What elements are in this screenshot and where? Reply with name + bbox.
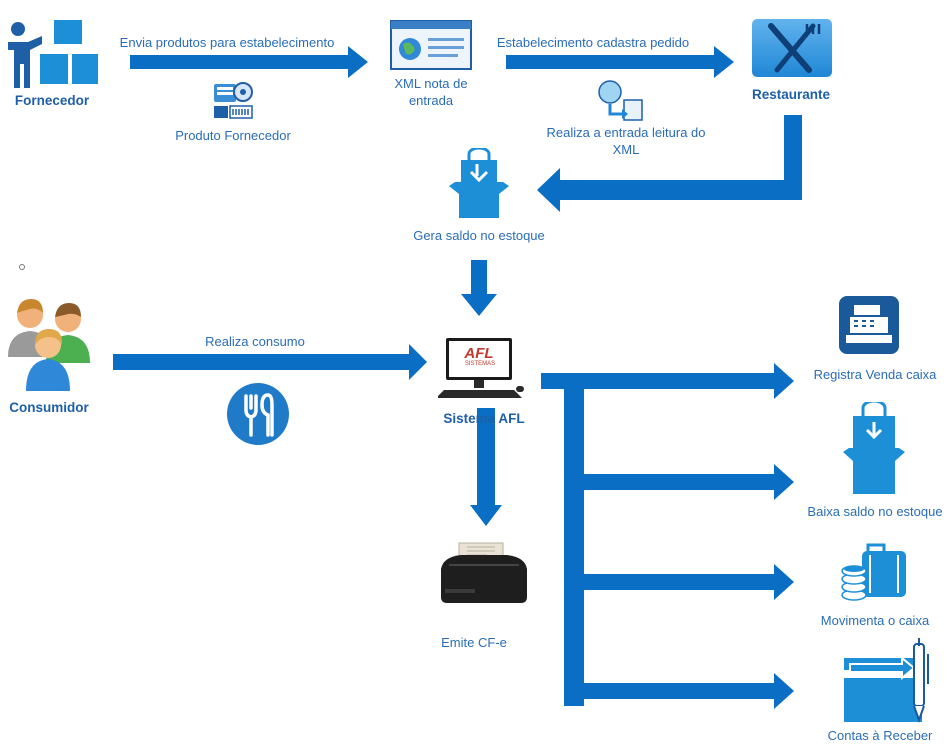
stock-box-icon: [447, 146, 511, 220]
arrow-consumidor-sistema: [113, 344, 427, 380]
edge-label-envia-produtos: Envia produtos para estabelecimento: [119, 35, 335, 50]
arrow-registra-venda: [541, 363, 794, 399]
receipt-printer-icon: [437, 541, 531, 605]
node-produto-fornecedor: Produto Fornecedor: [175, 128, 291, 143]
computer-monitor-icon: [436, 336, 528, 406]
arrow-contas-receber: [564, 673, 794, 709]
data-import-icon: [596, 80, 644, 122]
node-realiza-leitura: Realiza a entrada leitura do XML: [546, 125, 706, 157]
arrow-fornecedor-xml: [130, 46, 368, 78]
stock-box-down-icon: [841, 399, 907, 496]
people-group-icon: [6, 295, 92, 393]
node-xml-nota: XML nota de entrada: [394, 76, 468, 108]
edge-label-realiza-consumo: Realiza consumo: [205, 334, 305, 349]
stray-dot: [19, 264, 25, 270]
node-restaurante: Restaurante: [751, 87, 831, 102]
arrow-baixa-saldo: [570, 464, 794, 500]
node-fornecedor: Fornecedor: [14, 93, 90, 108]
cash-register-icon: [838, 295, 900, 355]
node-movimenta-caixa: Movimenta o caixa: [820, 613, 930, 628]
node-emite-cfe: Emite CF-e: [441, 635, 507, 650]
coins-bag-icon: [840, 541, 908, 607]
node-sistema-afl: Sistema AFL: [443, 411, 525, 426]
edge-label-cadastra-pedido: Estabelecimento cadastra pedido: [496, 35, 690, 50]
node-consumidor: Consumidor: [9, 400, 89, 415]
node-gera-saldo: Gera saldo no estoque: [413, 228, 545, 243]
node-contas-receber: Contas à Receber: [827, 728, 933, 743]
arrow-estoque-sistema: [461, 260, 497, 316]
e-shape-spine: [564, 376, 584, 706]
supplier-boxes-icon: [4, 18, 100, 90]
product-catalog-icon: [212, 80, 254, 122]
card-pen-icon: [842, 636, 934, 724]
arrow-movimenta-caixa: [570, 564, 794, 600]
afl-logo: AFL: [464, 345, 494, 362]
arrow-restaurante-estoque: [537, 115, 802, 212]
xml-document-icon: [390, 20, 472, 70]
node-baixa-saldo: Baixa saldo no estoque: [807, 504, 943, 519]
node-registra-venda: Registra Venda caixa: [813, 367, 937, 382]
fork-knife-icon: [751, 18, 833, 78]
arrow-xml-restaurante: [506, 46, 734, 78]
cutlery-circle-icon: [226, 382, 290, 446]
arrow-sistema-impressora: [470, 408, 502, 526]
afl-logo-subtitle: SISTEMAS: [464, 361, 496, 367]
